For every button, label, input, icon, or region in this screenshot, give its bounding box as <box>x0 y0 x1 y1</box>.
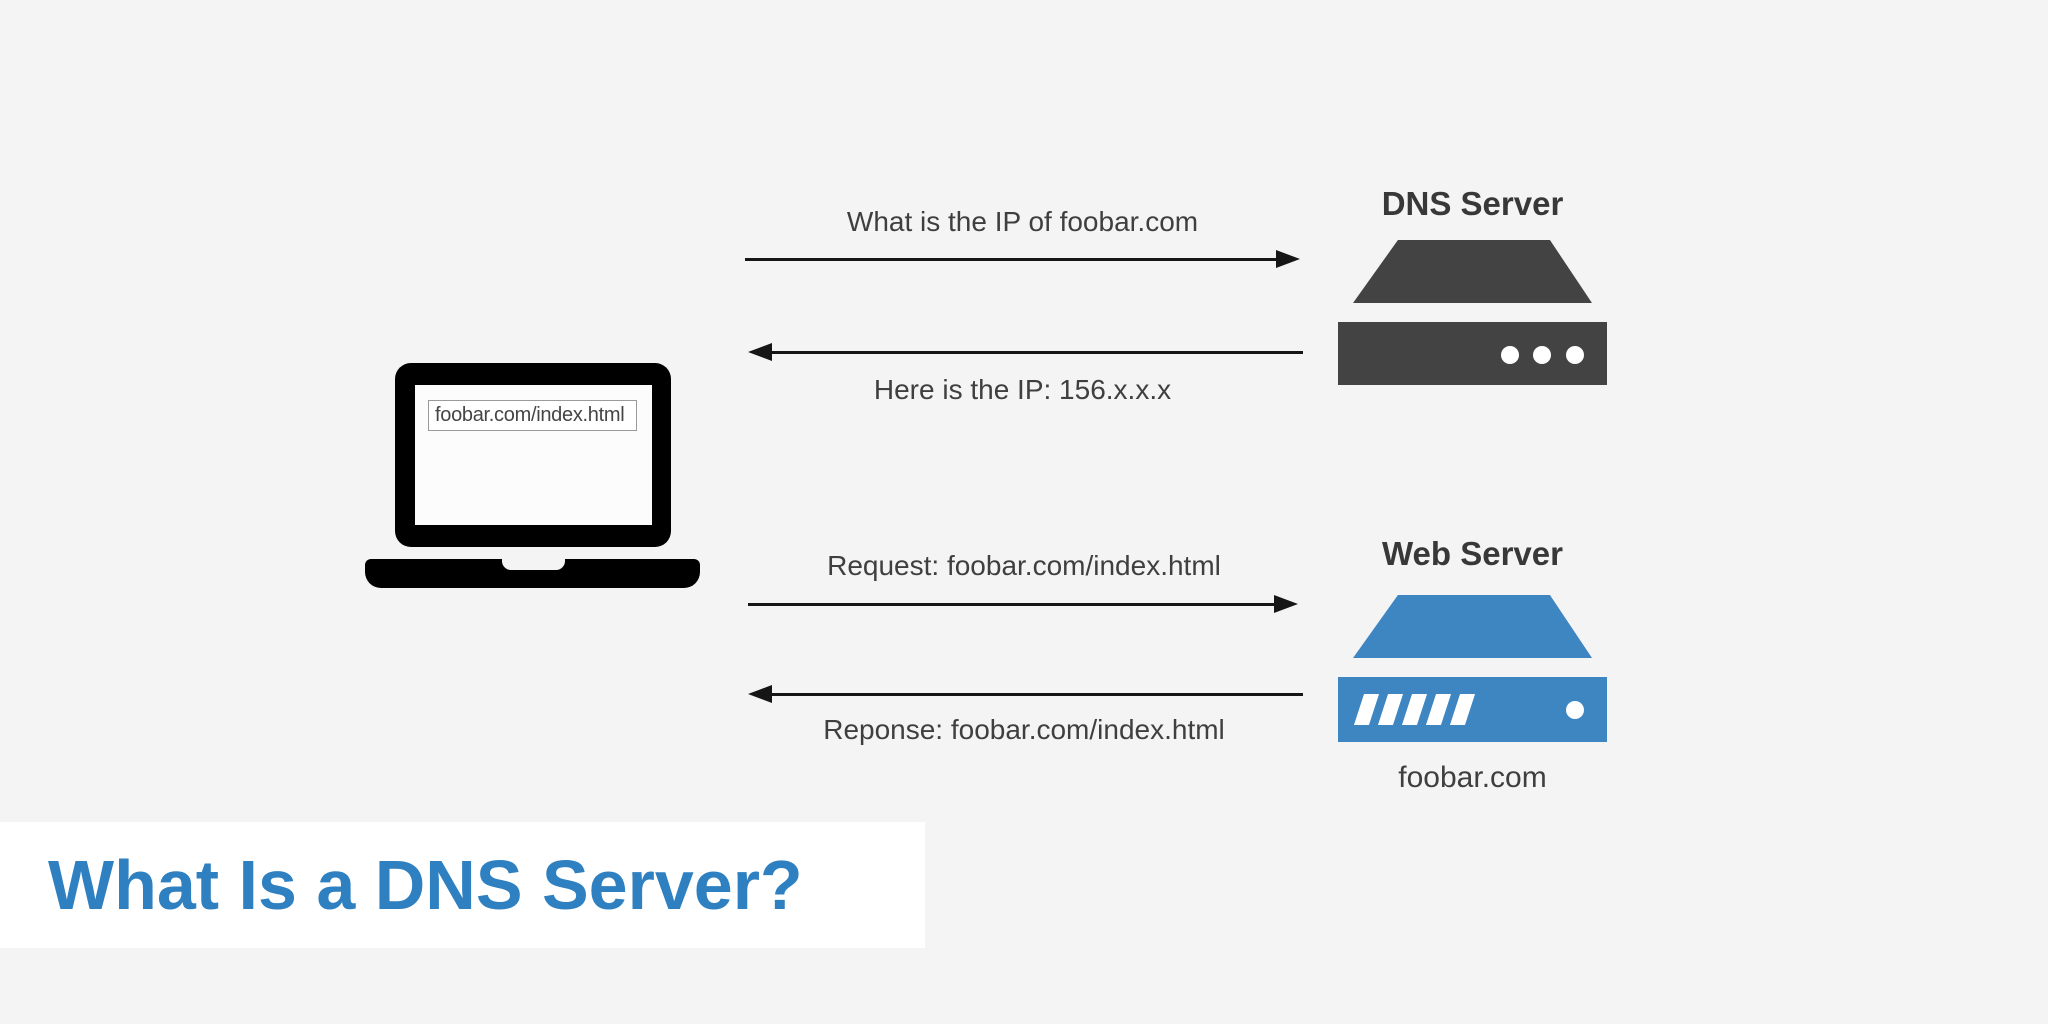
arrow-left-icon <box>748 343 772 361</box>
web-server-label: Web Server <box>1382 535 1563 572</box>
vent-slash-icon <box>1401 694 1428 725</box>
web-server-box <box>1338 677 1607 742</box>
web-request-arrow-line <box>748 603 1275 606</box>
web-request-label: Request: foobar.com/index.html <box>827 550 1221 581</box>
dns-response-label: Here is the IP: 156.x.x.x <box>873 374 1172 405</box>
web-response-arrow-line <box>770 693 1303 696</box>
dns-server-icon <box>1353 240 1592 303</box>
web-server-icon <box>1353 595 1592 658</box>
vent-slash-icon <box>1425 694 1452 725</box>
page-title: What Is a DNS Server? <box>48 846 803 924</box>
arrow-right-icon <box>1276 250 1300 268</box>
web-response-label: Reponse: foobar.com/index.html <box>823 714 1225 745</box>
arrow-right-icon <box>1274 595 1298 613</box>
laptop-base <box>365 559 700 588</box>
dns-response-arrow-line <box>770 351 1303 354</box>
server-vent-slashes <box>1353 694 1476 725</box>
vent-slash-icon <box>1353 694 1380 725</box>
dns-server-box <box>1338 322 1607 385</box>
vent-slash-icon <box>1449 694 1476 725</box>
browser-url-field: foobar.com/index.html <box>428 400 637 431</box>
server-led-dot <box>1501 346 1519 364</box>
laptop-notch <box>502 559 565 570</box>
dns-server-label: DNS Server <box>1381 185 1564 222</box>
web-server-domain-label: foobar.com <box>1398 761 1547 794</box>
server-led-dot <box>1566 346 1584 364</box>
dns-request-arrow-line <box>745 258 1278 261</box>
dns-request-label: What is the IP of foobar.com <box>846 206 1199 237</box>
arrow-left-icon <box>748 685 772 703</box>
title-banner: What Is a DNS Server? <box>0 822 925 948</box>
server-led-dot <box>1566 701 1584 719</box>
vent-slash-icon <box>1377 694 1404 725</box>
server-led-dot <box>1533 346 1551 364</box>
